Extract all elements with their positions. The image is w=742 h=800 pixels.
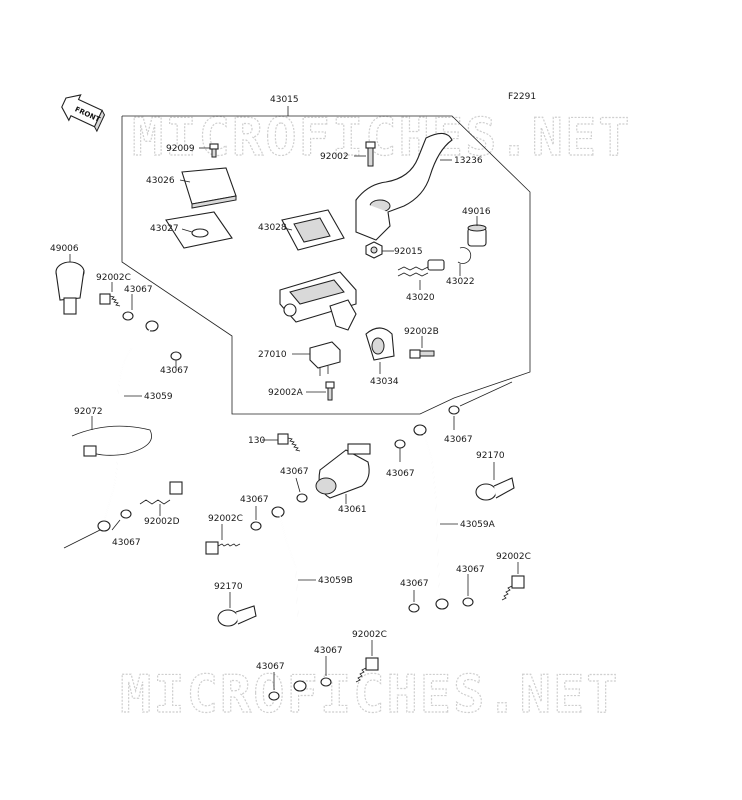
washer-43067-d [296, 493, 308, 503]
label-27010: 27010 [258, 350, 287, 360]
dust-boot-49016 [467, 224, 487, 247]
washer-43067-a [122, 311, 134, 321]
label-43067-a: 43067 [124, 285, 153, 295]
brake-hose-43059b [271, 506, 307, 692]
label-43059b: 43059B [318, 576, 353, 586]
brake-lever-13236 [355, 132, 453, 241]
label-43059a: 43059A [460, 520, 496, 530]
label-43034: 43034 [370, 377, 399, 387]
label-43067-h: 43067 [456, 565, 485, 575]
bolt-130 [277, 433, 301, 452]
label-92002b: 92002B [404, 327, 439, 337]
label-130: 130 [248, 436, 265, 446]
reservoir-cap-43026 [181, 167, 237, 209]
cap-49006 [55, 261, 85, 315]
screw-92002a [325, 381, 335, 401]
label-43067-k: 43067 [314, 646, 343, 656]
washer-43067-k [320, 677, 332, 687]
clamp-43034 [365, 327, 395, 361]
piston-kit-43020 [397, 259, 445, 277]
label-92170-b: 92170 [214, 582, 243, 592]
bolt-92002-top [365, 141, 376, 167]
figure-code: F2291 [508, 92, 536, 102]
label-43026: 43026 [146, 176, 175, 186]
label-43059: 43059 [144, 392, 173, 402]
label-43067-d: 43067 [280, 467, 309, 477]
washer-43067-j [268, 691, 280, 701]
bolt-92002c-a [99, 293, 121, 307]
diaphragm-43028 [281, 209, 345, 251]
washer-43067-i [408, 603, 420, 613]
hose-guide-92170-b [217, 605, 257, 627]
label-43067-c: 43067 [112, 538, 141, 548]
watermark-top: MICROFICHES.NET [132, 108, 632, 168]
assembly-boundary [121, 115, 531, 415]
label-43015: 43015 [270, 95, 299, 105]
brake-hose-43059 [97, 320, 159, 532]
washer-43067-f [448, 405, 460, 415]
nut-92015 [365, 241, 383, 259]
bolt-92002c-b [205, 541, 241, 555]
watermark-bottom: MICROFICHES.NET [120, 665, 620, 725]
washer-43067-g [250, 521, 262, 531]
label-92170-a: 92170 [476, 451, 505, 461]
label-13236: 13236 [454, 156, 483, 166]
washer-43067-c [120, 509, 132, 519]
screw-92009 [209, 143, 219, 158]
label-92002c-d: 92002C [352, 630, 387, 640]
label-92002-top: 92002 [320, 152, 349, 162]
label-43027: 43027 [150, 224, 179, 234]
bolt-92002c-c [501, 575, 525, 601]
label-49016: 49016 [462, 207, 491, 217]
switch-27010 [309, 341, 341, 376]
label-92009: 92009 [166, 144, 195, 154]
washer-43067-h [462, 597, 474, 607]
label-43022: 43022 [446, 277, 475, 287]
label-92002c-a: 92002C [96, 273, 131, 283]
label-49006: 49006 [50, 244, 79, 254]
label-43067-i: 43067 [400, 579, 429, 589]
washer-43067-e [394, 439, 406, 449]
washer-43067-b [170, 351, 182, 361]
fitting-43061 [315, 443, 371, 499]
hose-guide-92170-a [475, 477, 515, 501]
label-43067-g: 43067 [240, 495, 269, 505]
label-43067-b: 43067 [160, 366, 189, 376]
label-92072: 92072 [74, 407, 103, 417]
label-43028: 43028 [258, 223, 287, 233]
label-43020: 43020 [406, 293, 435, 303]
bolt-92002b [409, 349, 435, 359]
label-43067-f: 43067 [444, 435, 473, 445]
label-92002d: 92002D [144, 517, 180, 527]
label-43061: 43061 [338, 505, 367, 515]
label-92015: 92015 [394, 247, 423, 257]
front-arrow-icon: FRONT [61, 94, 106, 133]
label-92002a: 92002A [268, 388, 304, 398]
label-92002c-c: 92002C [496, 552, 531, 562]
cap-plate-43027 [165, 211, 233, 249]
label-43067-j: 43067 [256, 662, 285, 672]
brake-hose-43059a [413, 424, 449, 610]
hose-clamp-92072 [71, 425, 152, 457]
bolt-92002d [139, 481, 183, 505]
label-43067-e: 43067 [386, 469, 415, 479]
bolt-92002c-d [355, 657, 379, 683]
label-92002c-b: 92002C [208, 514, 243, 524]
master-cylinder-body [279, 271, 357, 331]
circlip-43022 [457, 247, 472, 264]
